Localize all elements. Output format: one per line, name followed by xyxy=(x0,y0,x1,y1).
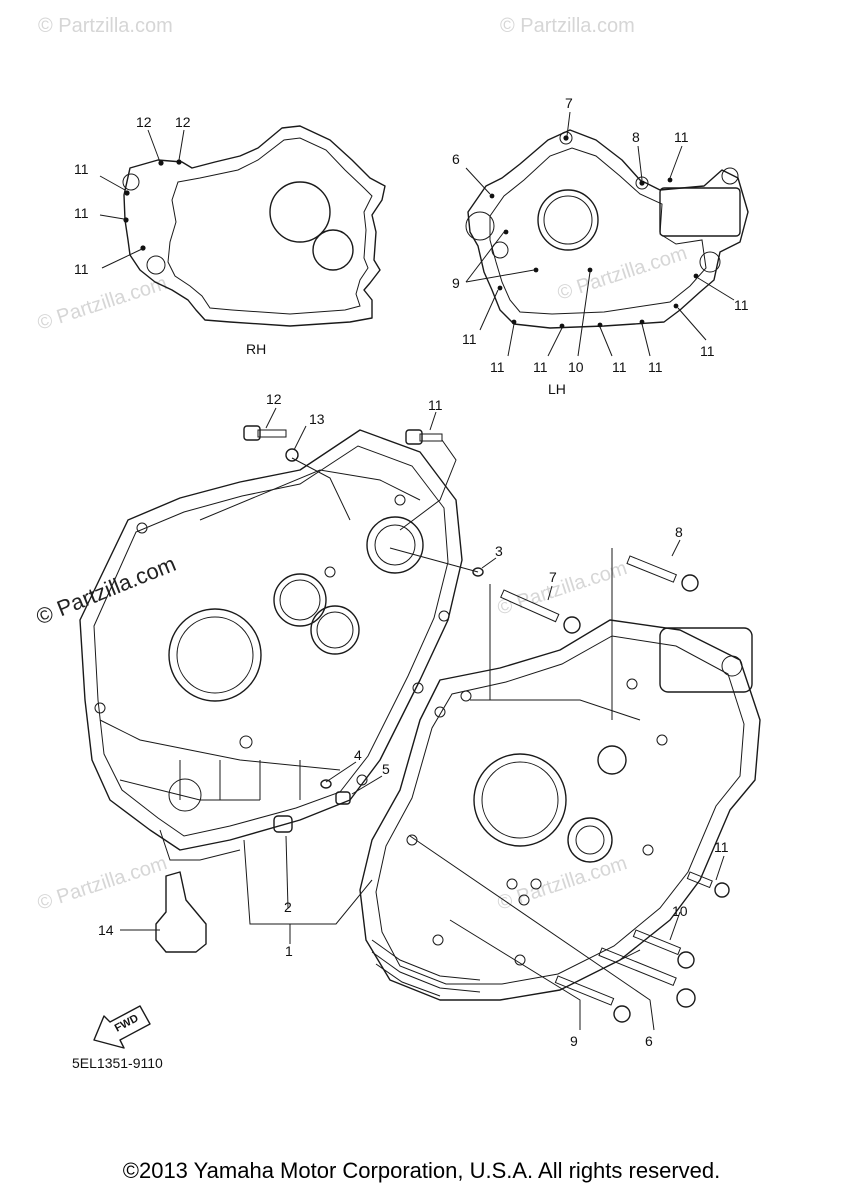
watermark: © Partzilla.com xyxy=(35,852,170,915)
bearing-bore xyxy=(273,573,327,627)
rh-label: RH xyxy=(246,341,266,357)
watermark: © Partzilla.com xyxy=(33,551,180,630)
fwd-arrow-icon: FWD xyxy=(93,1005,151,1049)
main-callouts: 12 13 11 3 8 7 4 5 2 1 14 11 10 9 6 xyxy=(98,391,729,1049)
callout-label: 11 xyxy=(734,297,749,313)
bolt-9 xyxy=(554,975,631,1023)
callout-label: 9 xyxy=(570,1033,578,1049)
bearing-bore xyxy=(537,189,599,251)
bolt-11 xyxy=(686,871,730,898)
o-ring-4 xyxy=(320,779,332,789)
watermark: © Partzilla.com xyxy=(38,15,173,37)
bolts-and-fittings xyxy=(155,425,730,1023)
bolt-6 xyxy=(598,947,696,1008)
washer-13 xyxy=(285,448,299,462)
callout-label: 2 xyxy=(284,899,292,915)
callout-label: 13 xyxy=(309,411,325,427)
callout-label: 12 xyxy=(136,114,152,130)
callout-label: 8 xyxy=(632,129,640,145)
callout-label: 11 xyxy=(74,161,89,177)
callout-label: 12 xyxy=(266,391,282,407)
callout-label: 11 xyxy=(533,359,548,375)
callout-label: 6 xyxy=(452,151,460,167)
callout-label: 11 xyxy=(612,359,627,375)
bearing-bore xyxy=(269,181,331,243)
watermark: © Partzilla.com xyxy=(500,15,635,37)
callout-label: 11 xyxy=(648,359,663,375)
bolt-12 xyxy=(243,425,287,441)
crankcase-right-half xyxy=(79,429,463,861)
rh-bolt-pattern: 12 12 11 11 11 RH xyxy=(74,114,386,357)
callout-label: 12 xyxy=(175,114,191,130)
dowel-5 xyxy=(335,791,351,805)
callout-label: 5 xyxy=(382,761,390,777)
callout-label: 11 xyxy=(74,261,89,277)
watermark: © Partzilla.com xyxy=(495,852,630,915)
bolt-7 xyxy=(500,589,581,634)
bolt-8 xyxy=(626,555,699,592)
watermark: © Partzilla.com xyxy=(555,242,690,305)
strainer-14 xyxy=(155,871,207,953)
cylinder-bore xyxy=(168,608,262,702)
copyright-notice: ©2013 Yamaha Motor Corporation, U.S.A. A… xyxy=(122,1158,721,1183)
leader-lines xyxy=(120,407,725,1031)
callout-label: 10 xyxy=(568,359,584,375)
watermark: © Partzilla.com xyxy=(495,557,630,620)
part-code: 5EL1351-9110 xyxy=(72,1055,163,1071)
callout-label: 9 xyxy=(452,275,460,291)
callout-label: 11 xyxy=(490,359,505,375)
watermarks: © Partzilla.com © Partzilla.com © Partzi… xyxy=(33,15,690,915)
bearing-bore xyxy=(312,229,354,271)
callout-label: 3 xyxy=(495,543,503,559)
callout-label: 7 xyxy=(549,569,557,585)
callout-label: 7 xyxy=(565,95,573,111)
callout-label: 1 xyxy=(285,943,293,959)
cylinder-bore xyxy=(473,753,567,847)
lh-label: LH xyxy=(548,381,566,397)
callout-label: 8 xyxy=(675,524,683,540)
bolt-10 xyxy=(632,929,695,969)
bearing-bore xyxy=(310,605,360,655)
callout-label: 11 xyxy=(674,129,689,145)
callout-label: 11 xyxy=(462,331,477,347)
callout-label: 11 xyxy=(714,839,729,855)
o-ring-3 xyxy=(472,567,484,577)
callout-label: 11 xyxy=(74,205,89,221)
callout-label: 11 xyxy=(700,343,715,359)
callout-label: 6 xyxy=(645,1033,653,1049)
bolt-11 xyxy=(405,429,443,445)
lh-bolt-pattern: 7 8 11 6 9 11 11 11 11 10 11 11 11 LH xyxy=(452,95,749,397)
callout-label: 4 xyxy=(354,747,362,763)
crankcase-left-half xyxy=(359,619,761,1001)
callout-label: 14 xyxy=(98,922,114,938)
callout-label: 10 xyxy=(672,903,688,919)
callout-label: 11 xyxy=(428,397,443,413)
watermark: © Partzilla.com xyxy=(35,272,170,335)
dowel-2 xyxy=(273,815,293,833)
